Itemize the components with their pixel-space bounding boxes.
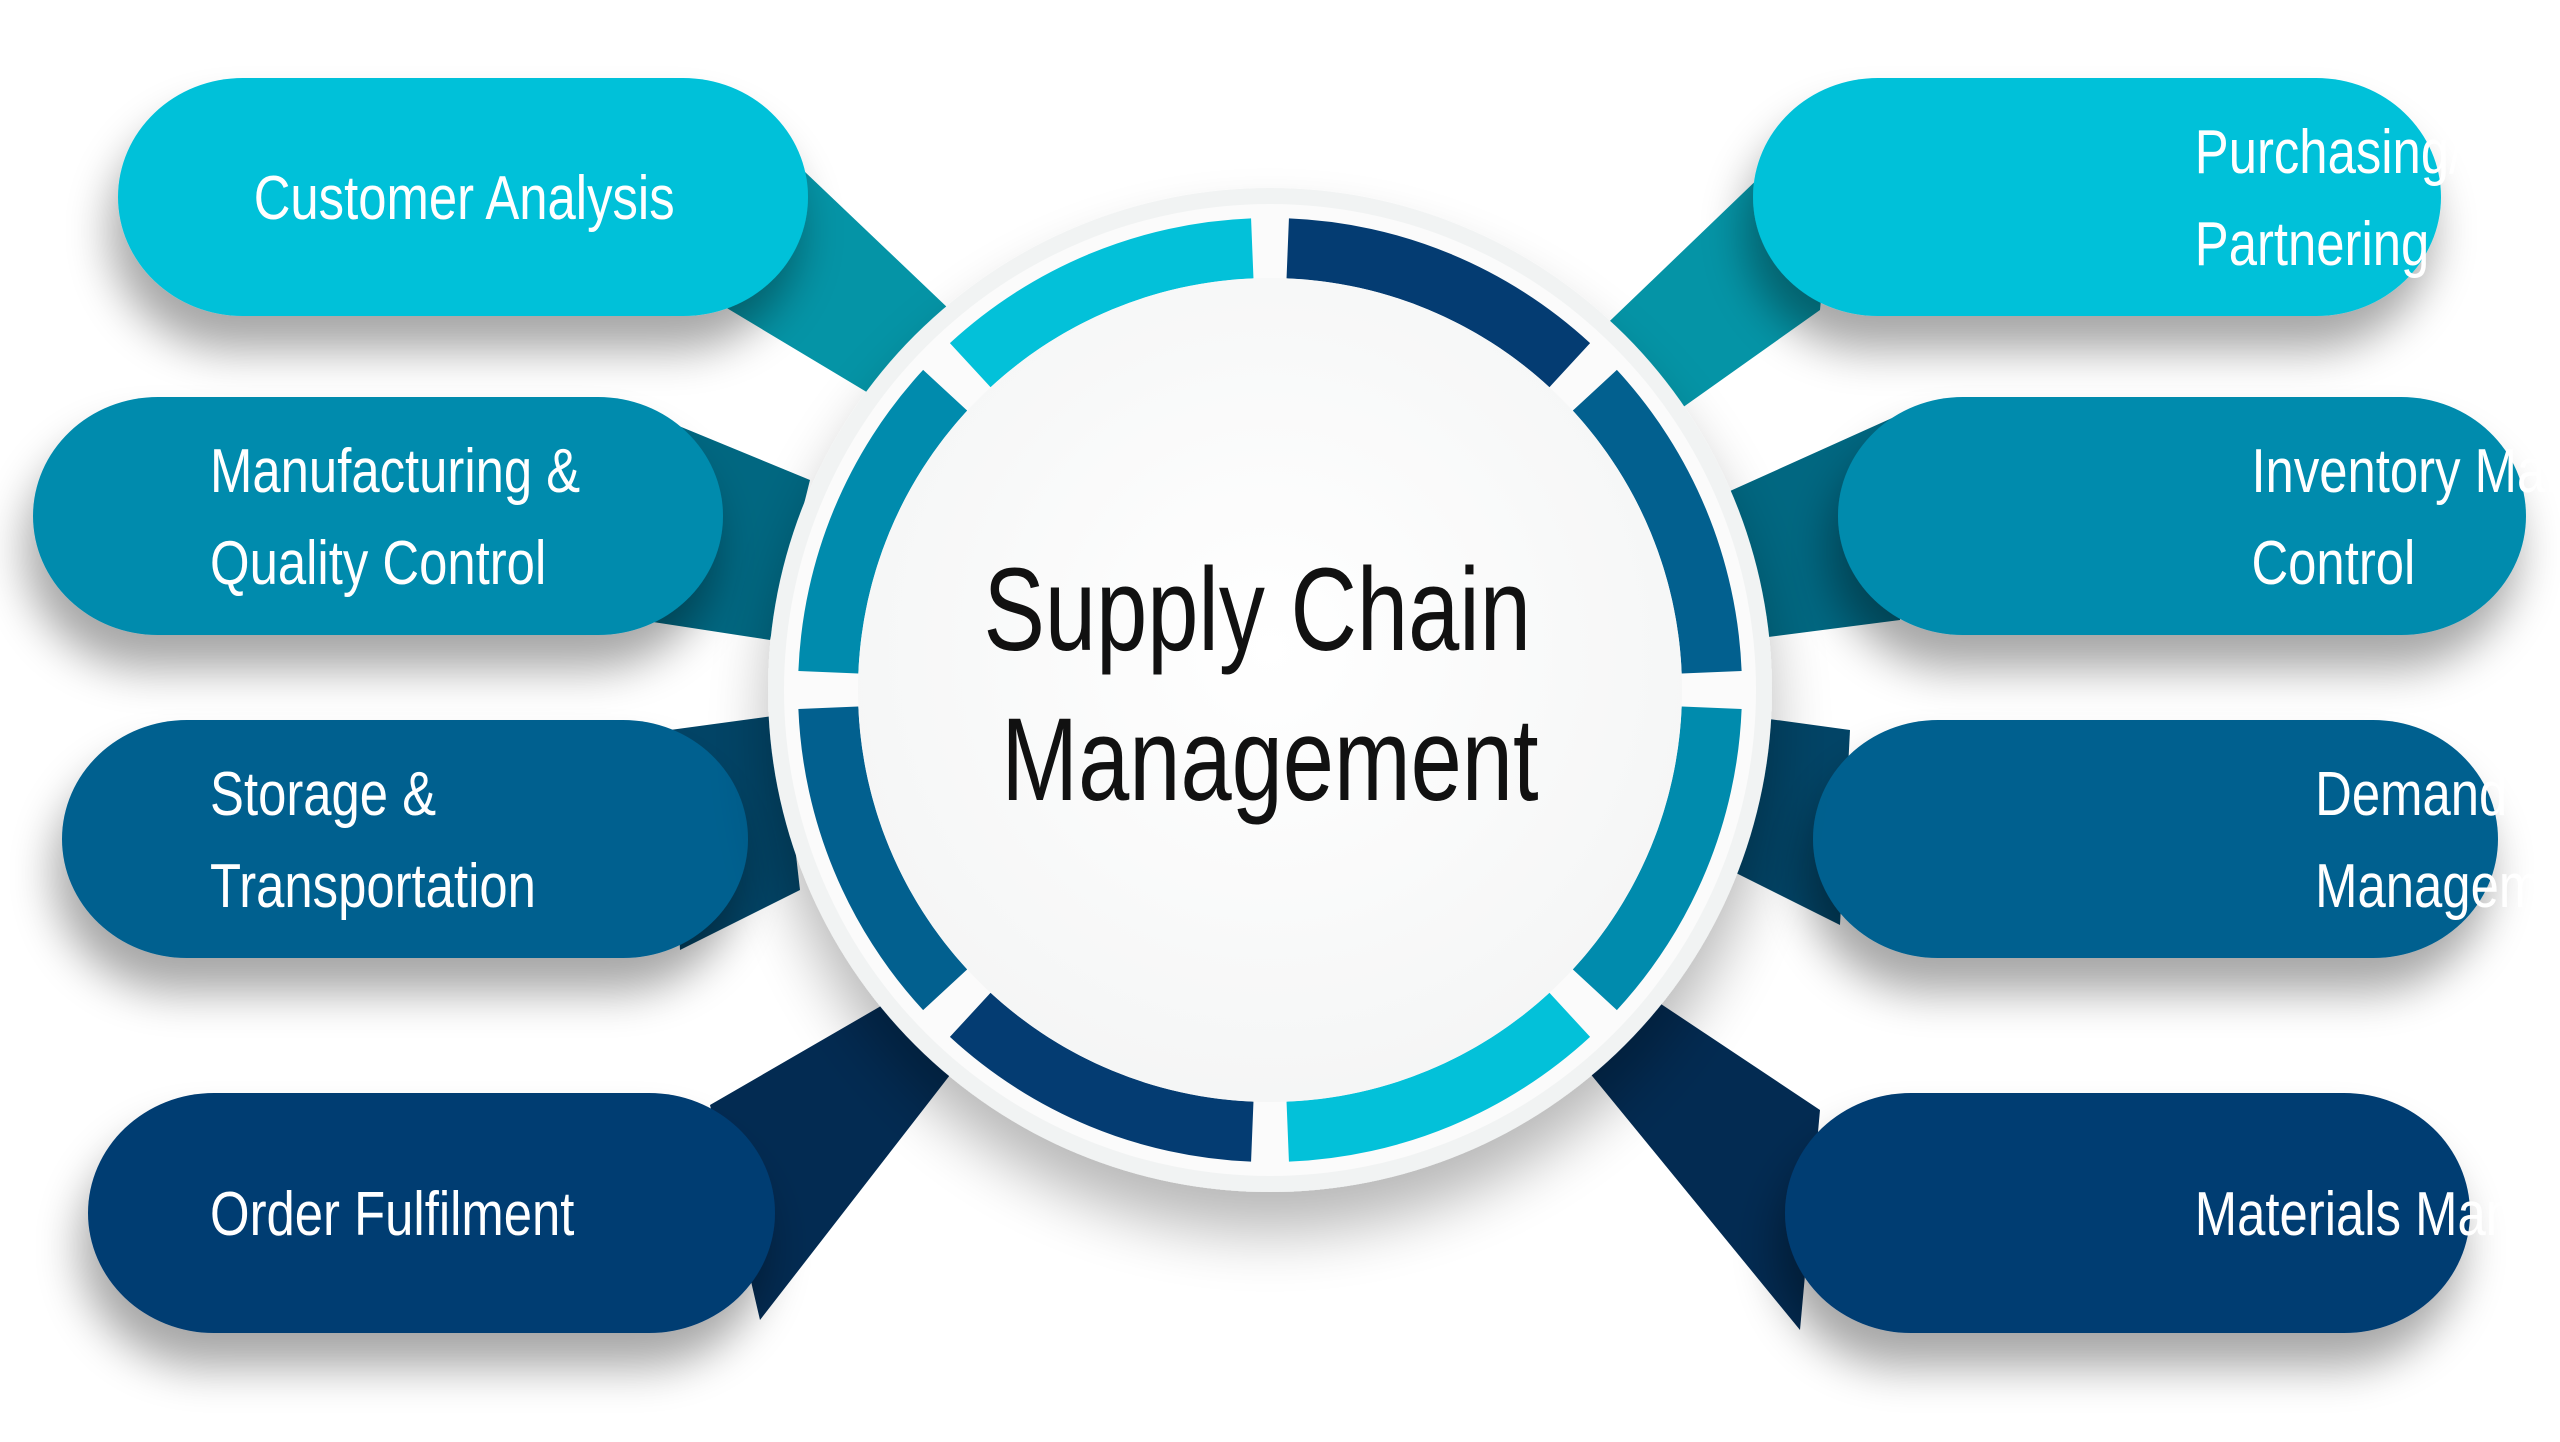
ring-segment-left-upper [798, 369, 968, 674]
pill-inventory-management-control[interactable]: Inventory ManagementControl [1838, 397, 2560, 635]
pill-shape[interactable] [1813, 720, 2498, 958]
pill-label-line-1: Materials Management [2195, 1180, 2560, 1249]
center-hub: Supply Chain Management [768, 188, 1772, 1192]
pill-label-line-2: Transportation [210, 852, 536, 921]
pill-label: Manufacturing & Quality Control [210, 437, 580, 598]
center-title-line-1: Supply Chain [984, 544, 1531, 676]
ring-segment-right-upper [1572, 369, 1742, 674]
pill-label-line-1: Demand & Lead [2315, 760, 2560, 829]
ring-segment-top-right [1286, 218, 1591, 388]
pill-shape[interactable] [118, 78, 808, 316]
pill-purchasing-supplier-partnering[interactable]: Purchasing/ SupplierPartnering [1753, 78, 2560, 316]
ring-segment-bottom-left [949, 992, 1254, 1162]
pill-shape[interactable] [88, 1093, 775, 1333]
pill-label: Storage & Transportation [210, 760, 536, 921]
pill-label-line-1: Customer Analysis [254, 164, 675, 233]
ring-segment-bottom-right [1286, 992, 1591, 1162]
ring-segment-top-left [949, 218, 1254, 388]
pill-storage-transportation[interactable]: Storage & Transportation [62, 720, 748, 958]
pill-label: Purchasing/ SupplierPartnering [2195, 118, 2560, 279]
pill-order-fulfilment[interactable]: Order Fulfilment [88, 1093, 775, 1333]
pill-materials-management[interactable]: Materials Management [1785, 1093, 2560, 1333]
center-title: Supply Chain Management [984, 544, 1557, 826]
center-title-line-2: Management [1001, 694, 1538, 826]
pill-label-line-2: Quality Control [210, 529, 546, 598]
pill-label-line-1: Storage & [210, 760, 436, 829]
pill-label-line-2: Partnering [2195, 210, 2430, 279]
pill-label-line-1: Inventory Management [2251, 437, 2560, 506]
pill-label-line-2: Control [2251, 529, 2415, 598]
connector-materials-management [1575, 970, 1820, 1330]
pill-label: Materials Management [2195, 1180, 2560, 1249]
pill-demand-lead-management[interactable]: Demand & LeadManagement [1813, 720, 2560, 958]
ring-segment-right-lower [1572, 706, 1742, 1011]
pill-shape[interactable] [62, 720, 748, 958]
pill-manufacturing-quality-control[interactable]: Manufacturing & Quality Control [33, 397, 723, 635]
pill-label-line-2: Management [2315, 852, 2560, 921]
pill-shape[interactable] [33, 397, 723, 635]
pill-label: Customer Analysis [254, 164, 675, 233]
pill-label: Demand & LeadManagement [2315, 760, 2560, 921]
ring-segment-left-lower [798, 706, 968, 1011]
pill-shape[interactable] [1785, 1093, 2470, 1333]
pill-label: Order Fulfilment [210, 1180, 575, 1249]
pill-label-line-1: Purchasing/ Supplier [2195, 118, 2560, 187]
pill-label-line-1: Manufacturing & [210, 437, 580, 506]
pill-shape[interactable] [1753, 78, 2441, 316]
hub-center-face [858, 278, 1682, 1102]
pill-customer-analysis[interactable]: Customer Analysis [118, 78, 808, 316]
pill-label: Inventory ManagementControl [2251, 437, 2560, 598]
pill-shape[interactable] [1838, 397, 2526, 635]
pill-label-line-1: Order Fulfilment [210, 1180, 575, 1249]
segmented-ring [798, 218, 1742, 1162]
